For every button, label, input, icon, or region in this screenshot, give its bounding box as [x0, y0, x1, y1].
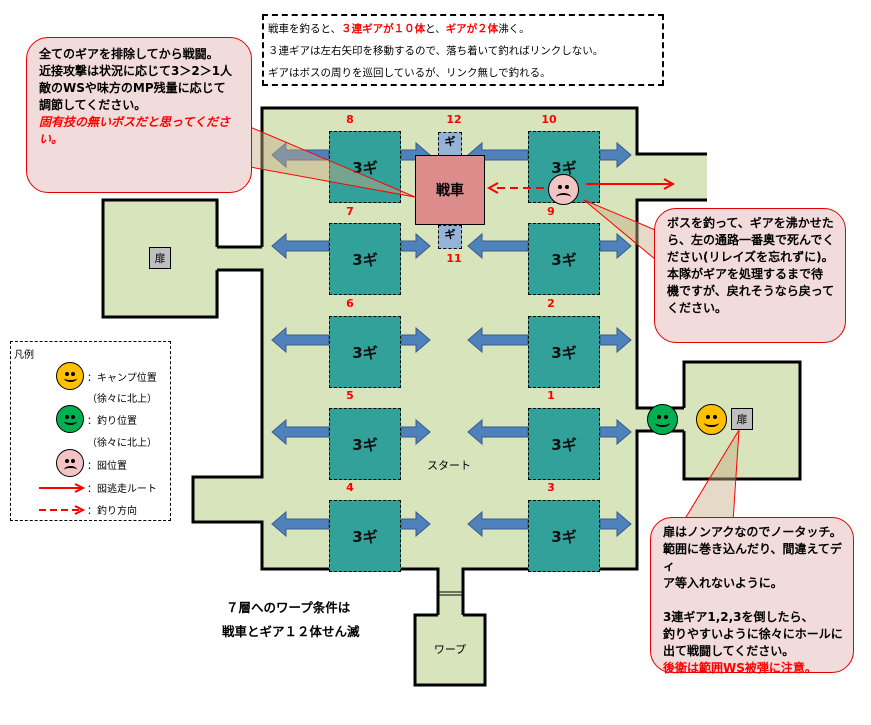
small-gear-12: ギ	[438, 132, 462, 156]
right-top-callout: ボスを釣って、ギアを沸かせた ら、左の通路一番奥で死んでく ださい(リレイズを忘…	[654, 208, 846, 343]
left-callout: 全てのギアを排除してから戦闘。 近接攻撃は状況に応じて3＞2＞1人 敵のWSや味…	[26, 37, 252, 193]
small-gear-number-12: 12	[446, 113, 462, 126]
triple-gear-4: 3ギ	[329, 500, 401, 572]
left-callout-line: 調節してください。	[39, 98, 147, 112]
triple-gear-6: 3ギ	[329, 316, 401, 388]
small-gear-number-11: 11	[446, 252, 462, 265]
note-line-3: ギアはボスの周りを巡回しているが、リンク無しで釣れる。	[268, 67, 551, 79]
pull-position-icon	[647, 404, 678, 435]
gear-number-3: 3	[547, 481, 555, 494]
green-smiley-icon	[56, 405, 84, 433]
note-line-2: ３連ギアは左右矢印を移動するので、落ち着いて釣ればリンクしない。	[268, 45, 604, 57]
right-bottom-callout-line: ア等入れないように。	[663, 576, 783, 590]
right-top-callout-line: ださい(リレイズを忘れずに)。	[667, 250, 834, 264]
triple-gear-7: 3ギ	[329, 223, 401, 295]
gear-number-2: 2	[547, 297, 555, 310]
warp-condition: ７層へのワープ条件は 戦車とギア１２体せん滅	[222, 596, 360, 644]
legend-pull-sub: （徐々に北上）	[87, 438, 157, 449]
right-top-callout-line: 機ですが、戻れそうなら戻って	[667, 284, 835, 298]
gear-number-8: 8	[346, 113, 354, 126]
legend-pull-label: ：釣り位置	[87, 416, 137, 427]
triple-gear-8: 3ギ	[329, 131, 401, 203]
right-bottom-callout-line: 扉はノンアクなのでノータッチ。	[663, 525, 842, 539]
decoy-position-icon	[548, 174, 579, 205]
south-corridor	[438, 567, 463, 617]
legend-camp-sub: （徐々に北上）	[87, 394, 157, 405]
small-gear-11: ギ	[438, 225, 462, 249]
triple-gear-5: 3ギ	[329, 408, 401, 480]
right-bottom-callout-line: 範囲に巻き込んだり、間違えてディ	[663, 542, 842, 573]
right-bottom-callout-line	[663, 592, 853, 609]
note-line-1: 戦車を釣ると、３連ギアが１０体と、ギアが２体沸く。	[268, 23, 530, 35]
left-callout-line: 全てのギアを排除してから戦闘。	[39, 47, 219, 61]
warp-label: ワープ	[433, 643, 467, 656]
east-door: 扉	[731, 408, 753, 430]
upper-right-corridor	[635, 154, 707, 200]
lower-left-stub	[193, 477, 264, 522]
gear-number-10: 10	[541, 113, 557, 126]
legend-escape-label: ：囮逃走ルート	[87, 484, 157, 495]
triple-gear-3: 3ギ	[528, 500, 600, 572]
gear-number-9: 9	[547, 205, 555, 218]
note-highlight-gear: ギアが２体	[445, 23, 499, 35]
legend-decoy-label: ：囮位置	[87, 461, 127, 472]
right-top-callout-line: ら、左の通路一番奥で死んでく	[667, 233, 835, 247]
triple-gear-9: 3ギ	[528, 223, 600, 295]
warp-condition-line-2: 戦車とギア１２体せん滅	[222, 624, 360, 639]
red-dashed-arrow-icon	[39, 505, 86, 515]
gear-number-6: 6	[346, 297, 354, 310]
gear-number-7: 7	[346, 205, 354, 218]
west-door: 扉	[149, 247, 171, 269]
right-bottom-callout-line: 3連ギア1,2,3を倒したら、	[663, 610, 814, 624]
right-top-callout-line: ください。	[667, 301, 728, 315]
legend-pull-direction-label: ：釣り方向	[87, 506, 137, 517]
right-bottom-callout: 扉はノンアクなのでノータッチ。 範囲に巻き込んだり、間違えてディ ア等入れないよ…	[650, 517, 854, 675]
legend-title: 凡例	[14, 350, 34, 361]
yellow-smiley-icon	[56, 362, 84, 390]
legend-camp-label: ：キャンプ位置	[87, 373, 157, 384]
pink-sad-face-icon	[56, 449, 84, 477]
gear-number-5: 5	[346, 389, 354, 402]
gear-number-1: 1	[547, 389, 555, 402]
right-bottom-callout-warning: 後衛は範囲WS被弾に注意。	[663, 661, 817, 675]
triple-gear-2: 3ギ	[528, 316, 600, 388]
camp-position-icon	[696, 404, 727, 435]
triple-gear-1: 3ギ	[528, 408, 600, 480]
legend: 凡例 ：キャンプ位置 （徐々に北上） ：釣り位置 （徐々に北上） ：囮位置 ：囮…	[10, 341, 171, 521]
warp-condition-line-1: ７層へのワープ条件は	[226, 600, 351, 615]
start-label: スタート	[427, 459, 471, 472]
left-callout-warning: 固有技の無いボスだと思ってください。	[39, 115, 231, 146]
red-solid-arrow-icon	[39, 483, 86, 493]
notes-box: 戦車を釣ると、３連ギアが１０体と、ギアが２体沸く。 ３連ギアは左右矢印を移動する…	[262, 14, 664, 86]
right-bottom-callout-line: 釣りやすいように徐々にホールに	[663, 627, 843, 641]
right-bottom-callout-line: 出て戦闘してください。	[663, 644, 795, 658]
note-highlight-triple-gear: ３連ギアが１０体	[341, 23, 426, 35]
west-corridor	[217, 247, 264, 270]
tank-boss: 戦車	[415, 155, 485, 225]
right-top-callout-line: 本隊がギアを処理するまで待	[667, 267, 824, 281]
gear-number-4: 4	[346, 481, 354, 494]
left-callout-line: 敵のWSや味方のMP残量に応じて	[39, 81, 226, 95]
left-callout-line: 近接攻撃は状況に応じて3＞2＞1人	[39, 64, 233, 78]
right-top-callout-line: ボスを釣って、ギアを沸かせた	[667, 216, 834, 230]
